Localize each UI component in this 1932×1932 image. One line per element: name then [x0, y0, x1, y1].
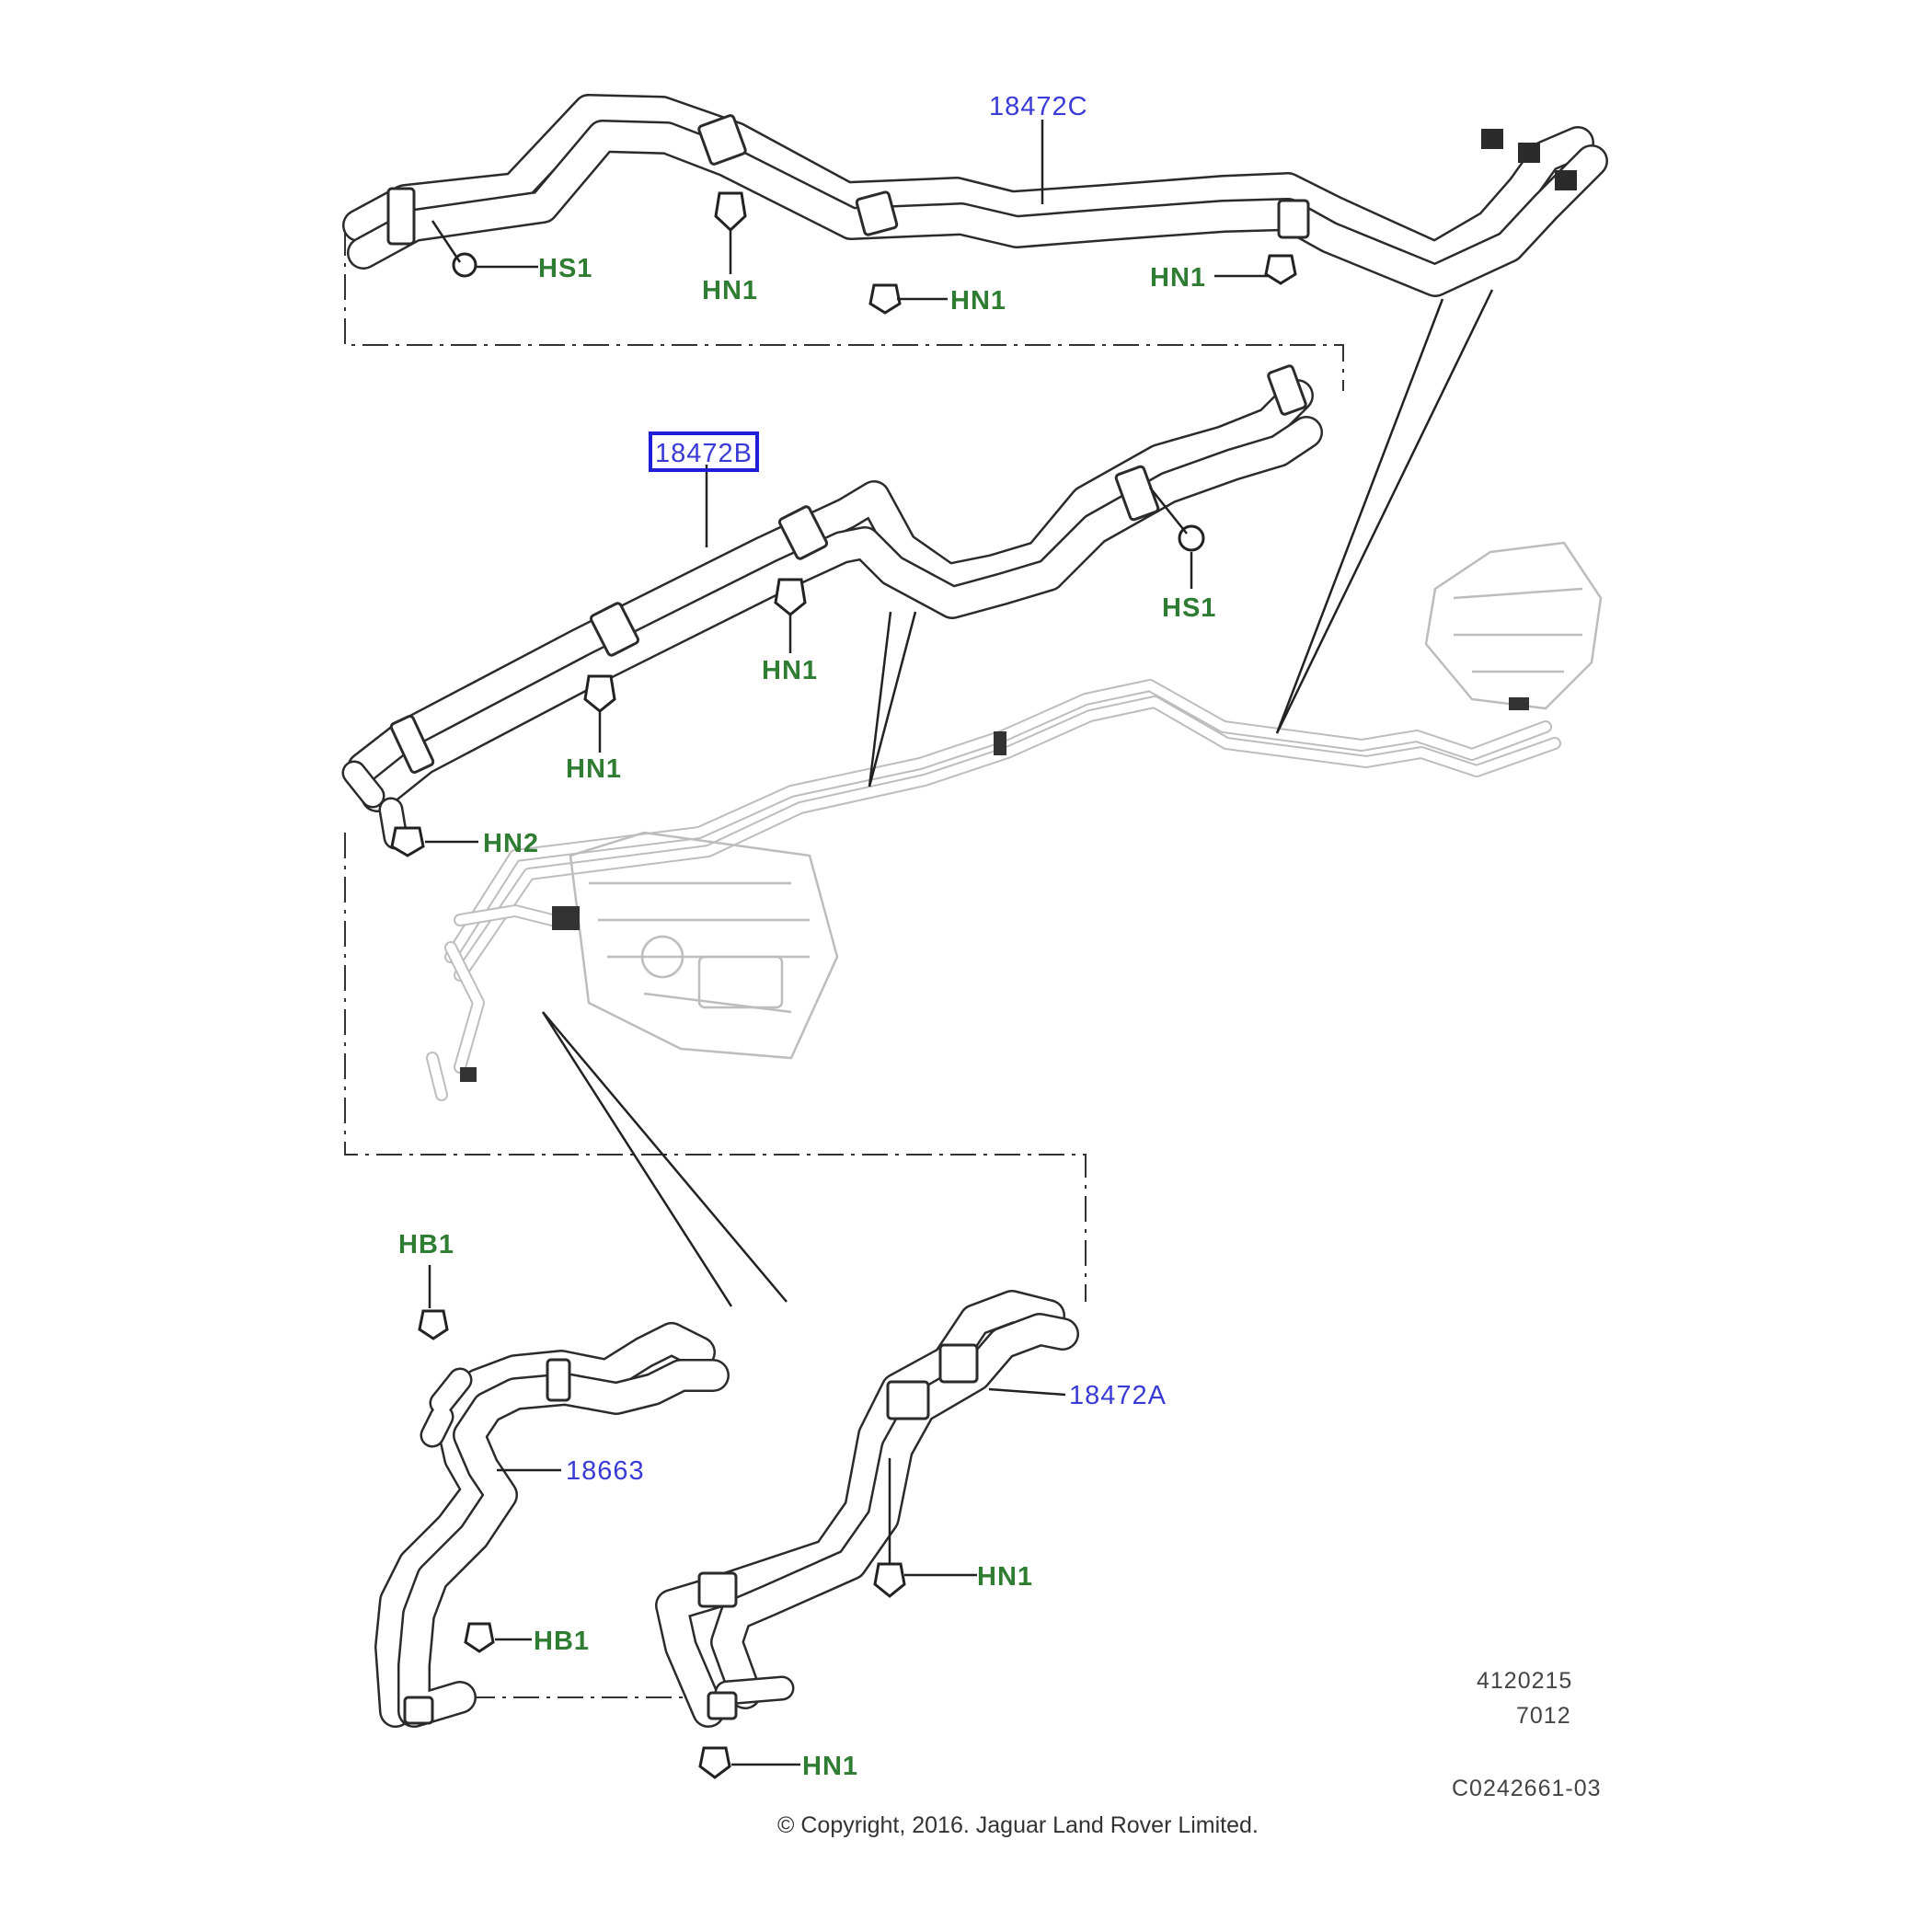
- label-18663[interactable]: 18663: [566, 1456, 645, 1486]
- label-18472a[interactable]: 18472A: [1069, 1381, 1167, 1410]
- label-hn1-upper-a[interactable]: HN1: [702, 276, 758, 305]
- hose-18472c: [342, 94, 1608, 297]
- fastener-hs1-upper: [431, 220, 477, 278]
- label-hn1-middle-a[interactable]: HN1: [762, 656, 818, 685]
- fastener-hn2: [390, 826, 425, 857]
- fastener-hn1-lower-a: [873, 1562, 906, 1598]
- copyright-notice: © Copyright, 2016. Jaguar Land Rover Lim…: [777, 1812, 1259, 1838]
- fastener-hn1-lower-b: [698, 1746, 731, 1779]
- label-hs1-upper[interactable]: HS1: [538, 254, 592, 283]
- illustration-code: C0242661-03: [1452, 1776, 1602, 1801]
- labels: 18472C 18472B 18472A 18663 HS1 HN1 HN1 H…: [398, 92, 1602, 1838]
- label-hn1-middle-b[interactable]: HN1: [566, 754, 622, 784]
- label-hn1-lower-a[interactable]: HN1: [977, 1562, 1033, 1592]
- highlight-box-18472b: [649, 431, 759, 472]
- reference-number-1: 4120215: [1477, 1668, 1572, 1694]
- vehicle-context-ghost: [426, 541, 1603, 1101]
- fastener-symbols: [390, 191, 1297, 1779]
- fastener-hn1-upper-c: [1264, 254, 1297, 285]
- label-hn1-lower-b[interactable]: HN1: [802, 1752, 858, 1781]
- label-hn1-upper-b[interactable]: HN1: [950, 286, 1006, 316]
- reference-number-2: 7012: [1516, 1703, 1571, 1729]
- fastener-hb1-upper: [418, 1309, 449, 1340]
- label-18472b[interactable]: 18472B: [655, 439, 753, 468]
- connection-lines: [344, 230, 1344, 1698]
- label-hs1-middle[interactable]: HS1: [1162, 593, 1216, 623]
- leader-lines: [425, 120, 1268, 1766]
- fastener-hn1-middle-b: [583, 674, 616, 713]
- fastener-hn1-middle-a: [774, 578, 807, 616]
- fastener-hb1-lower: [464, 1622, 495, 1653]
- label-hn1-upper-c[interactable]: HN1: [1150, 263, 1206, 293]
- label-hb1-lower[interactable]: HB1: [534, 1627, 590, 1656]
- pointer-lines: [541, 289, 1494, 1307]
- fastener-hn1-upper-a: [714, 191, 747, 233]
- fastener-hn1-upper-b: [868, 283, 902, 315]
- hose-18472b: [341, 364, 1323, 850]
- hose-18472a: [655, 1290, 1079, 1728]
- label-hb1-upper[interactable]: HB1: [398, 1230, 454, 1259]
- label-18472c[interactable]: 18472C: [989, 92, 1088, 121]
- label-hn2[interactable]: HN2: [483, 829, 539, 858]
- fastener-hs1-middle: [1149, 487, 1205, 552]
- hose-18663: [374, 1322, 730, 1728]
